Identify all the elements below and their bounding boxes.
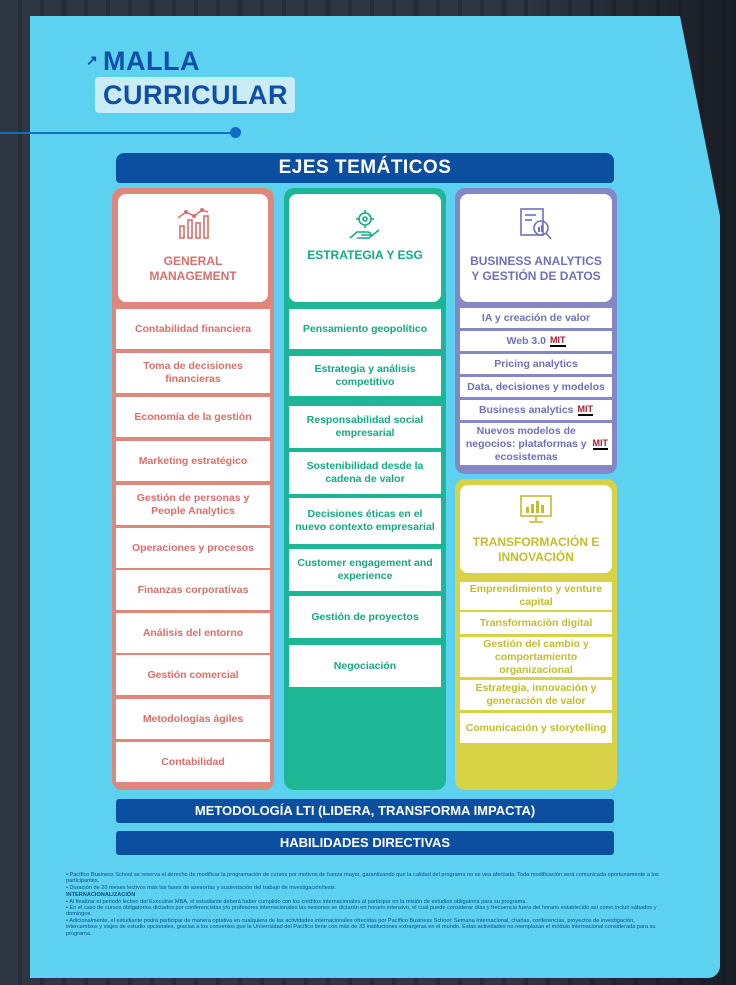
es-header: ESTRATEGIA Y ESG (289, 194, 441, 302)
course-item: Gestión de proyectos (289, 596, 441, 638)
course-item: Metodologías ágiles (116, 699, 270, 739)
divider-dot (230, 127, 241, 138)
course-item: Marketing estratégico (116, 441, 270, 481)
course-item: Contabilidad financiera (116, 309, 270, 349)
mit-logo: MIT (592, 437, 608, 450)
course-item: Emprendimiento y venture capital (460, 582, 612, 610)
course-item: IA y creación de valor (460, 308, 612, 328)
column-business-analytics: BUSINESS ANALYTICS Y GESTIÓN DE DATOS IA… (455, 188, 617, 474)
footnote: • En el caso de cursos obligatorios dict… (66, 905, 657, 918)
course-item: Responsabilidad social empresarial (289, 406, 441, 448)
arrow-icon: ↗ (86, 52, 98, 68)
title-highlight (95, 77, 295, 113)
course-item: Operaciones y procesos (116, 528, 270, 568)
mit-logo: MIT (550, 334, 566, 347)
course-item: Economía de la gestión (116, 397, 270, 437)
footnote: • Pacífico Business School se reserva el… (66, 872, 659, 885)
column-general-management: GENERAL MANAGEMENT Contabilidad financie… (112, 188, 274, 790)
course-label: Nuevos modelos de negocios: plataformas … (465, 424, 587, 463)
monitor-chart-icon (520, 495, 552, 523)
course-item-mit: Nuevos modelos de negocios: plataformas … (460, 423, 612, 465)
ti-header: TRANSFORMACIÓN E INNOVACIÓN (460, 485, 612, 573)
course-item: Gestión comercial (116, 655, 270, 695)
es-title: ESTRATEGIA Y ESG (307, 248, 423, 262)
habilidades-band: HABILIDADES DIRECTIVAS (116, 831, 614, 855)
course-item: Sostenibilidad desde la cadena de valor (289, 452, 441, 494)
course-item: Contabilidad (116, 742, 270, 782)
ti-title: TRANSFORMACIÓN E INNOVACIÓN (472, 535, 600, 564)
course-item: Comunicación y storytelling (460, 713, 612, 743)
page-title-line1: MALLA (103, 46, 200, 76)
course-item: Transformación digital (460, 612, 612, 634)
gm-title: GENERAL MANAGEMENT (149, 254, 237, 283)
course-item: Pricing analytics (460, 354, 612, 374)
footnote: • Adicionalmente, el estudiante podrá pa… (66, 917, 656, 937)
course-item: Pensamiento geopolítico (289, 309, 441, 349)
course-item: Toma de decisiones financieras (116, 353, 270, 393)
footnotes: • Pacífico Business School se reserva el… (66, 872, 666, 937)
course-item: Gestión de personas y People Analytics (116, 485, 270, 525)
course-label: Web 3.0 (506, 334, 547, 347)
course-item-mit: Web 3.0 MIT (460, 331, 612, 351)
course-item: Customer engagement and experience (289, 549, 441, 591)
metodologia-band: METODOLOGÍA LTI (LIDERA, TRANSFORMA IMPA… (116, 799, 614, 823)
course-item: Estrategia y análisis competitivo (289, 356, 441, 396)
page-title-line2: CURRICULAR (103, 80, 288, 110)
course-item-mit: Business analytics MIT (460, 400, 612, 420)
ba-title: BUSINESS ANALYTICS Y GESTIÓN DE DATOS (470, 254, 602, 283)
hand-gear-icon (349, 210, 380, 239)
footnote: • Duración de 20 meses lectivos más las … (66, 884, 337, 891)
mit-logo: MIT (577, 403, 594, 416)
footnote: • Al finalizar el periodo lectivo del Ex… (66, 898, 527, 905)
footnote-heading: INTERNACIONALIZACIÓN (66, 892, 136, 899)
course-item: Data, decisiones y modelos (460, 377, 612, 397)
divider-line (0, 132, 235, 134)
column-estrategia-esg: ESTRATEGIA Y ESG Pensamiento geopolítico… (284, 188, 446, 790)
bar-chart-icon (177, 208, 209, 239)
course-item: Negociación (289, 645, 441, 687)
course-item: Decisiones éticas en el nuevo contexto e… (289, 498, 441, 544)
course-item: Gestión del cambio y comportamiento orga… (460, 637, 612, 677)
ejes-tematicos-header: EJES TEMÁTICOS (116, 153, 614, 183)
ba-header: BUSINESS ANALYTICS Y GESTIÓN DE DATOS (460, 194, 612, 302)
column-transformacion: TRANSFORMACIÓN E INNOVACIÓN Emprendimien… (455, 479, 617, 790)
course-label: Business analytics (478, 403, 574, 416)
course-item: Finanzas corporativas (116, 570, 270, 610)
course-item: Análisis del entorno (116, 613, 270, 653)
gm-header: GENERAL MANAGEMENT (118, 194, 268, 302)
course-item: Estrategia, innovación y generación de v… (460, 680, 612, 710)
analytics-magnifier-icon (520, 208, 552, 240)
